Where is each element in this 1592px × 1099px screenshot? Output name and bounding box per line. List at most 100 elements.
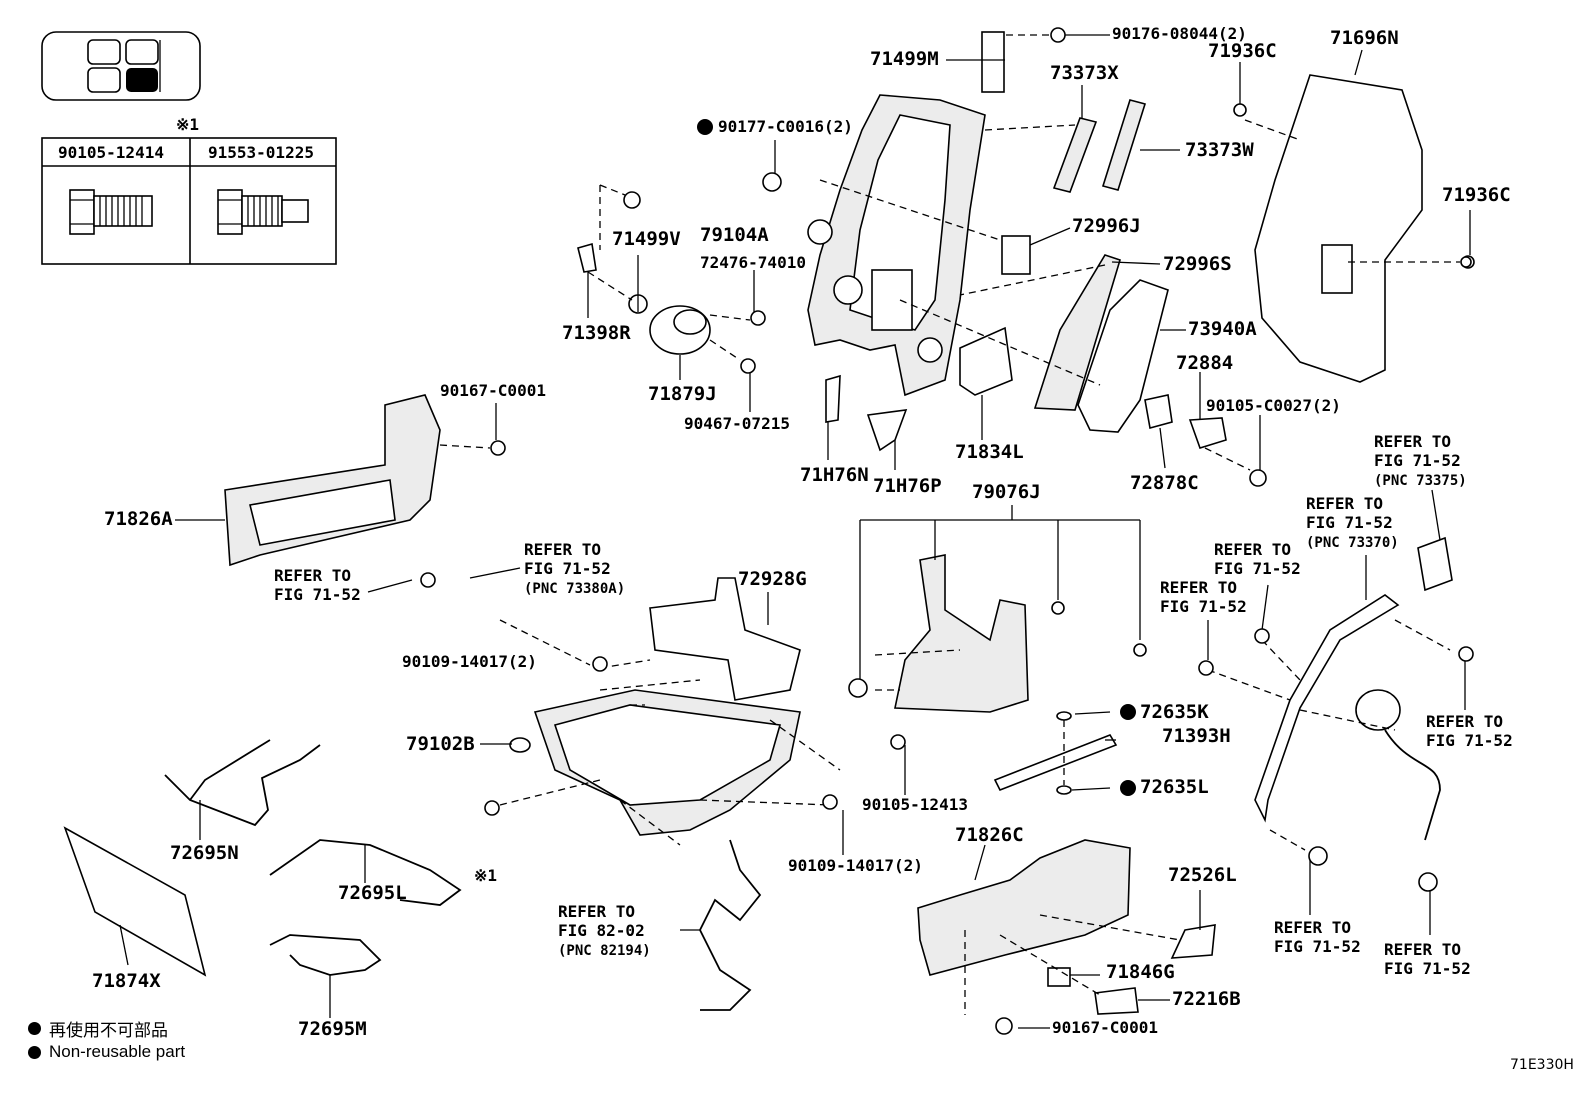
part-label: 71499V (612, 228, 681, 250)
part-label: 72526L (1168, 864, 1237, 886)
non-reusable-dot (1120, 704, 1136, 720)
part-label: 71499M (870, 48, 939, 70)
refer-to-pnc: (PNC 73370) (1306, 535, 1399, 551)
part-label: 72216B (1172, 988, 1241, 1010)
refer-to-pnc: (PNC 73380A) (524, 581, 626, 597)
non-reusable-dot-icon (28, 1022, 41, 1035)
headrest-guide-71499M (981, 27, 1066, 93)
inset-note-mark: ※1 (176, 115, 200, 134)
seatback-frame-79104A (807, 94, 986, 397)
fasteners (420, 103, 1475, 1035)
non-reusable-dot (1120, 780, 1136, 796)
bolt-90105-12414-icon (69, 189, 153, 235)
motor-71879J (649, 305, 711, 355)
part-label: 72695L (338, 882, 407, 904)
part-label: 71826A (104, 508, 173, 530)
part-label: 71H76P (873, 475, 942, 497)
part-label: 71874X (92, 970, 161, 992)
part-label: 90167-C0001 (1052, 1018, 1158, 1037)
refer-to-pnc: (PNC 73375) (1374, 473, 1467, 489)
part-label: 71398R (562, 322, 631, 344)
panel-73373X (1052, 117, 1098, 193)
part-label: 90109-14017(2) (788, 856, 923, 875)
backboard-71696N (1254, 74, 1423, 383)
refer-to-text: REFER TO FIG 71-52 (524, 540, 611, 578)
bolt-91553-01225-icon (217, 189, 309, 235)
part-label: 72695N (170, 842, 239, 864)
bracket-72928G (649, 577, 801, 701)
part-label: 90176-08044(2) (1112, 24, 1247, 43)
harness-82194 (698, 839, 762, 1011)
lower-cover-71826C (917, 839, 1131, 976)
hinge-71398R (577, 242, 597, 273)
harness-72695N (164, 739, 321, 827)
part-label: 90467-07215 (684, 414, 790, 433)
part-label: 71834L (955, 441, 1024, 463)
refer-to-note: REFER TO FIG 82-02 (PNC 82194) (558, 902, 651, 961)
side-cover-71826A (224, 394, 441, 567)
belt-clip-73375 (1417, 536, 1453, 592)
legend-en-text: Non-reusable part (49, 1042, 186, 1061)
part-label: 72695M (298, 1018, 367, 1040)
refer-to-note: REFER TO FIG 71-52 (1274, 918, 1361, 956)
refer-to-note: REFER TO FIG 71-52 (1160, 578, 1247, 616)
part-label: 79076J (972, 481, 1041, 503)
seat-frame-79102B (509, 689, 801, 836)
clip-72996J (1001, 235, 1031, 275)
cover-72878C (1144, 394, 1173, 430)
refer-to-note: REFER TO FIG 71-52 (PNC 73375) (1374, 432, 1467, 491)
seatbelt-assy (1254, 536, 1453, 841)
cover-72996S (1033, 254, 1121, 411)
part-label: 72878C (1130, 472, 1199, 494)
part-label: 79104A (700, 224, 769, 246)
refer-to-text: REFER TO FIG 82-02 (558, 902, 645, 940)
part-label: 73940A (1188, 318, 1257, 340)
part-label: 72635L (1140, 776, 1209, 798)
part-label: ※1 (474, 866, 498, 885)
panel-71874X (63, 826, 207, 977)
legend-jp-text: 再使用不可部品 (49, 1021, 168, 1040)
cover-79076J (894, 554, 1029, 713)
part-label: 73373W (1185, 139, 1254, 161)
strap-71393H (993, 734, 1118, 792)
part-label: 71879J (648, 383, 717, 405)
bracket-71H76P (866, 409, 908, 452)
harness-72695M (269, 934, 382, 976)
non-reusable-dot-icon (28, 1045, 41, 1059)
part-label: 71826C (955, 824, 1024, 846)
part-label: 71846G (1106, 961, 1175, 983)
legend-en: Non-reusable part (28, 1042, 185, 1062)
bracket-71H76N (825, 374, 841, 423)
figure-code: 71E330H (1510, 1057, 1574, 1073)
part-label: 90167-C0001 (440, 381, 546, 400)
bolt-part-number: 91553-01225 (208, 143, 314, 162)
part-label: 90105-C0027(2) (1206, 396, 1341, 415)
part-label: 73373X (1050, 62, 1119, 84)
part-label: 72996J (1072, 215, 1141, 237)
part-label: 71696N (1330, 27, 1399, 49)
harness-72695L (269, 839, 462, 906)
refer-to-note: REFER TO FIG 71-52 (274, 566, 361, 604)
bolt-table (41, 137, 337, 265)
refer-to-text: REFER TO FIG 71-52 (1306, 494, 1393, 532)
cap-72526L (1170, 924, 1216, 959)
part-label: 72476-74010 (700, 253, 806, 272)
refer-to-pnc: (PNC 82194) (558, 943, 651, 959)
part-label: 90109-14017(2) (402, 652, 537, 671)
part-label: 90105-12413 (862, 795, 968, 814)
legend-jp: 再使用不可部品 (28, 1016, 168, 1041)
part-label: 71936C (1442, 184, 1511, 206)
part-label: 72928G (738, 568, 807, 590)
refer-to-note: REFER TO FIG 71-52 (1214, 540, 1301, 578)
seat-position-icon (41, 31, 201, 101)
refer-to-note: REFER TO FIG 71-52 (PNC 73370) (1306, 494, 1399, 553)
part-label: 71H76N (800, 464, 869, 486)
part-label: 71936C (1208, 40, 1277, 62)
part-label: 72996S (1163, 253, 1232, 275)
panel-73373W (1101, 99, 1147, 191)
refer-to-text: REFER TO FIG 71-52 (1374, 432, 1461, 470)
part-label: 90177-C0016(2) (718, 117, 853, 136)
trim-73940A (1077, 279, 1169, 433)
bolt-part-number: 90105-12414 (58, 143, 164, 162)
